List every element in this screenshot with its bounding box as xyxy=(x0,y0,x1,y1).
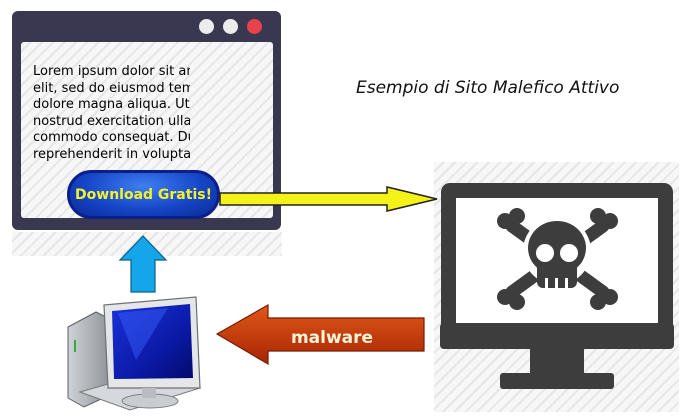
window-minimize-dot[interactable] xyxy=(199,19,214,34)
desktop-computer-icon xyxy=(67,296,202,411)
malware-label: malware xyxy=(291,328,373,348)
yellow-arrow-icon xyxy=(219,186,438,212)
lorem-ipsum-text: Lorem ipsum dolor sit amet, consectetur … xyxy=(33,64,190,162)
skull-crossbones-monitor-icon xyxy=(440,183,674,389)
diagram-title: Esempio di Sito Malefico Attivo xyxy=(356,78,620,98)
malware-arrow-icon: malware xyxy=(215,303,425,366)
window-close-dot[interactable] xyxy=(247,19,262,34)
window-maximize-dot[interactable] xyxy=(223,19,238,34)
blue-up-arrow-icon xyxy=(118,235,168,293)
download-button-label: Download Gratis! xyxy=(75,186,212,203)
download-gratis-button[interactable]: Download Gratis! xyxy=(67,170,220,219)
